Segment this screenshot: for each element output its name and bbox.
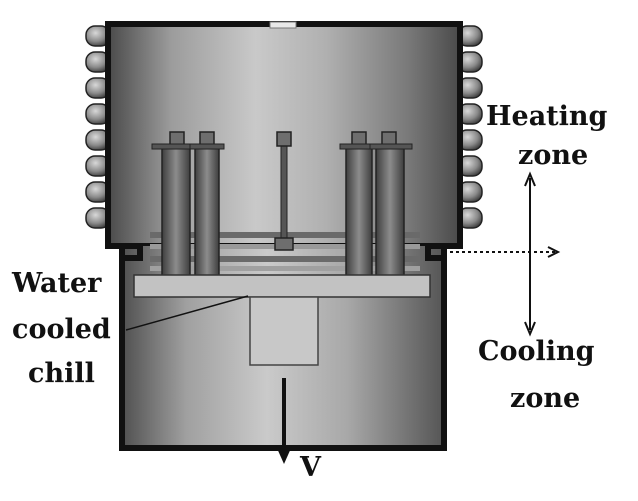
heating-zone-label-line1: Heating	[486, 101, 608, 132]
heating-zone-label-line2: zone	[518, 140, 588, 171]
cooling-zone-label-line1: Cooling	[478, 336, 595, 367]
mold-left-outer	[151, 131, 201, 277]
translation-arrow-up-head	[524, 171, 536, 187]
velocity-label: V	[299, 452, 322, 483]
center-thermocouple-rod	[274, 131, 294, 251]
mold-right-inner	[339, 131, 379, 277]
mold-left-inner	[189, 131, 225, 277]
chill-label-line2: cooled	[12, 314, 111, 345]
top-vent	[269, 21, 297, 29]
cooling-zone-label-line2: zone	[510, 383, 580, 414]
chill-label-line1: Water	[11, 268, 102, 299]
chill-block	[249, 296, 319, 366]
chill-plate	[133, 274, 431, 298]
chill-leader-line	[125, 295, 249, 331]
translation-arrow-down-head	[524, 321, 536, 337]
baffle	[108, 243, 143, 261]
dotted-arrow-head	[547, 246, 561, 258]
baffle-right	[425, 243, 460, 261]
mold-right-outer	[369, 131, 413, 277]
withdrawal-arrow-head	[276, 446, 292, 464]
chill-label-line3: chill	[28, 358, 95, 389]
